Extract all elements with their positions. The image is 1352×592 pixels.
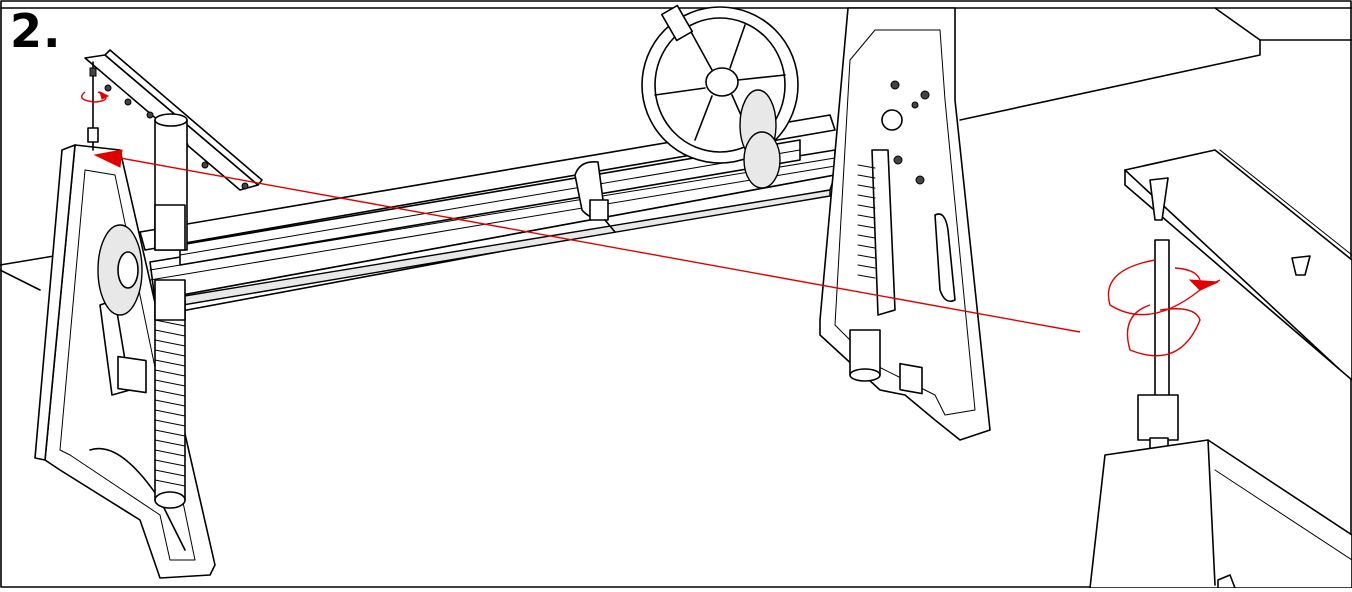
step-number: 2.: [10, 4, 62, 58]
right-rack: [857, 164, 876, 279]
screwdriver-rotation-arrows: [1107, 259, 1221, 357]
left-gear: [97, 204, 186, 321]
left-screw-callout: [81, 61, 110, 151]
guide-arrow: [93, 149, 1081, 333]
left-leg: [34, 144, 216, 579]
rod-threads: [154, 309, 186, 487]
right-leg: [819, 7, 991, 441]
inset-leg-corner: [1089, 439, 1352, 589]
handwheel: [641, 4, 799, 189]
inset-tabletop: [1124, 149, 1352, 381]
tabletop-underside: [0, 7, 1352, 291]
threaded-rod: [154, 299, 186, 509]
center-clamp: [574, 160, 616, 233]
